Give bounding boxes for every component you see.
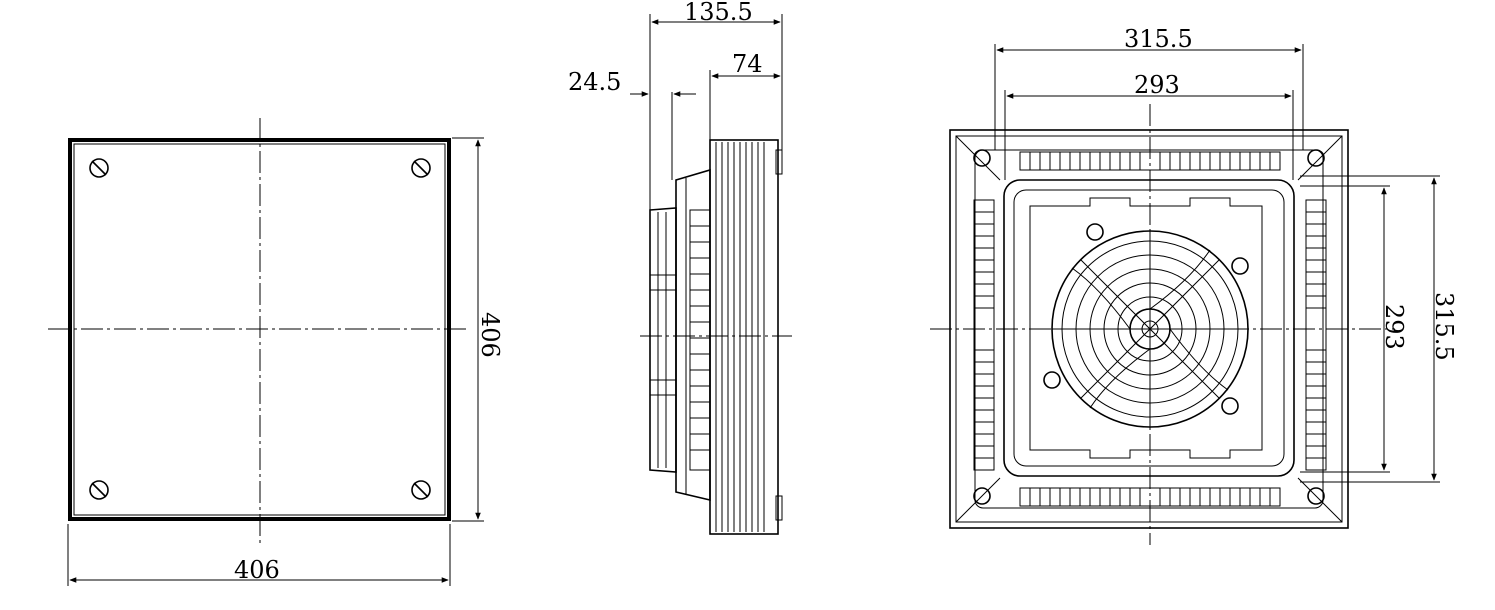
- mounting-hole-icon: [1043, 371, 1061, 389]
- mounting-hole-icon: [1231, 257, 1249, 275]
- rear-inner-width-label: 293: [1134, 71, 1180, 99]
- mounting-hole-icon: [1086, 223, 1104, 241]
- rear-outer-width-label: 315.5: [1124, 25, 1193, 53]
- rear-outer-height-label: 315.5: [1430, 292, 1458, 361]
- screw-icon: [411, 158, 431, 178]
- side-inner-depth-label: 24.5: [568, 68, 621, 96]
- front-view: 406 406: [48, 118, 504, 586]
- side-outer-depth-label: 74: [732, 50, 763, 78]
- screw-icon: [1307, 487, 1325, 505]
- mounting-hole-icon: [1221, 397, 1239, 415]
- screw-icon: [411, 480, 431, 500]
- front-height-label: 406: [476, 312, 504, 358]
- side-total-depth-label: 135.5: [684, 0, 753, 26]
- side-fins: [689, 209, 711, 471]
- side-view: 135.5 74 24.5: [568, 0, 792, 535]
- rear-inner-height-label: 293: [1380, 304, 1408, 350]
- screw-icon: [89, 480, 109, 500]
- screw-icon: [973, 487, 991, 505]
- rear-view: 315.5 293 315.5 293: [930, 25, 1458, 545]
- screw-icon: [89, 158, 109, 178]
- screw-icon: [973, 149, 991, 167]
- vent-slots: [973, 151, 1327, 507]
- screw-icon: [1307, 149, 1325, 167]
- front-width-label: 406: [234, 556, 280, 584]
